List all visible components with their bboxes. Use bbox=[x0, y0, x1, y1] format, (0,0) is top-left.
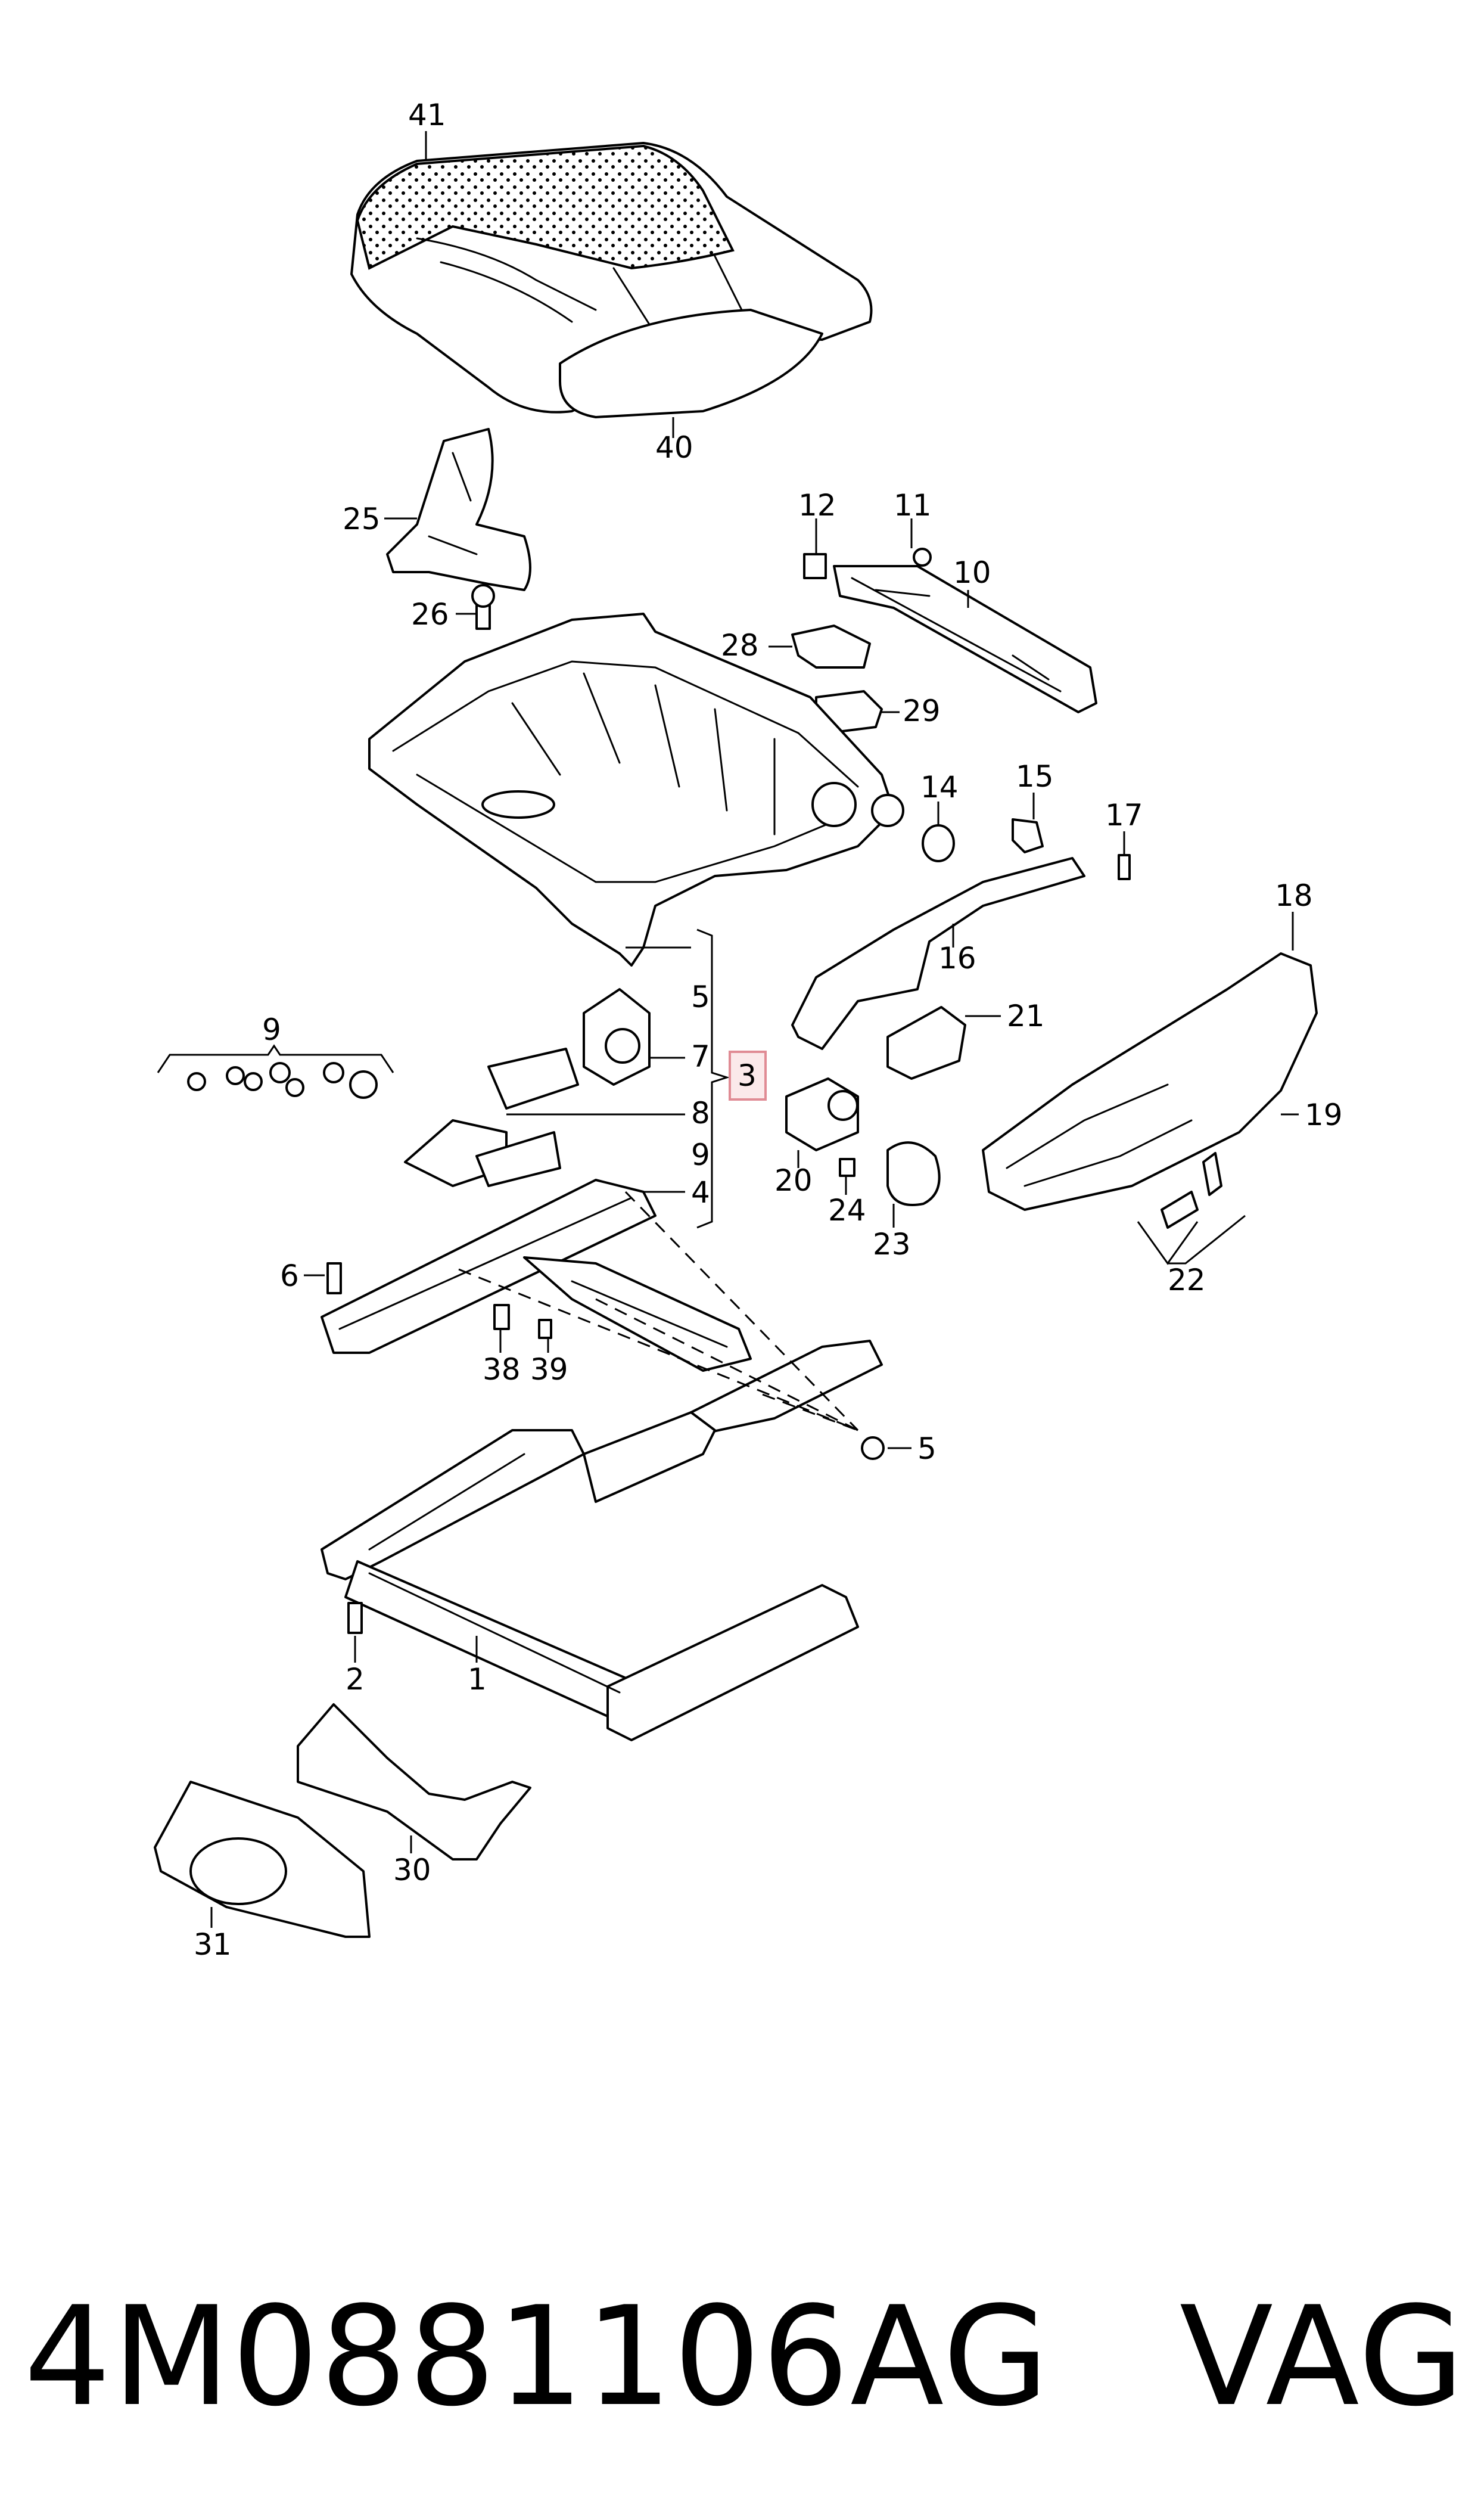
callout-30: 30 bbox=[393, 1853, 431, 1887]
screw-6 bbox=[326, 1262, 342, 1294]
seat-adjust-motor bbox=[487, 988, 651, 1110]
seat-pan-frame bbox=[368, 613, 904, 967]
callout-19: 19 bbox=[1305, 1098, 1343, 1132]
callout-17: 17 bbox=[1105, 798, 1143, 833]
callout-9-bracket: 9 bbox=[691, 1138, 710, 1172]
clip-38-39 bbox=[493, 1304, 552, 1339]
seat-switch-parts bbox=[785, 1006, 1222, 1229]
bracket-group-3 bbox=[696, 928, 730, 1229]
seat-base-frame bbox=[321, 1429, 859, 1741]
callout-18: 18 bbox=[1275, 878, 1313, 913]
seat-cushion-cover bbox=[350, 142, 873, 418]
mounting-bracket-30 bbox=[297, 1703, 531, 1860]
callout-38: 38 bbox=[483, 1352, 521, 1387]
callout-24: 24 bbox=[828, 1193, 866, 1228]
upper-seat-rail bbox=[321, 1179, 883, 1503]
callout-8: 8 bbox=[691, 1096, 710, 1130]
trim-bracket bbox=[386, 428, 531, 630]
side-rail-bracket bbox=[803, 548, 1097, 713]
callout-25: 25 bbox=[343, 502, 381, 536]
callout-1: 1 bbox=[468, 1662, 487, 1697]
callout-39: 39 bbox=[530, 1352, 568, 1387]
part-number-footer: 4M0881106AG VAG bbox=[24, 2259, 1466, 2455]
callout-2: 2 bbox=[346, 1662, 365, 1697]
callout-21: 21 bbox=[1007, 999, 1045, 1033]
callout-40: 40 bbox=[655, 430, 693, 465]
callout-4: 4 bbox=[691, 1175, 710, 1210]
callout-16: 16 bbox=[938, 941, 976, 976]
side-cable-bracket bbox=[791, 857, 1085, 1050]
callout-28: 28 bbox=[721, 628, 759, 663]
callout-14: 14 bbox=[920, 770, 959, 805]
callout-22: 22 bbox=[1168, 1263, 1206, 1297]
callout-9-fasteners: 9 bbox=[262, 1012, 281, 1047]
callout-3-highlight bbox=[729, 1051, 767, 1101]
callout-31: 31 bbox=[194, 1927, 232, 1962]
callout-7: 7 bbox=[691, 1039, 710, 1074]
callout-20: 20 bbox=[774, 1163, 813, 1198]
callout-12: 12 bbox=[798, 488, 836, 523]
callout-26: 26 bbox=[411, 597, 449, 632]
fastener-set bbox=[157, 1044, 394, 1099]
callout-23: 23 bbox=[873, 1227, 911, 1262]
height-adjust-motor bbox=[404, 1119, 561, 1187]
callout-labels: 41 40 25 26 12 11 10 28 29 14 15 17 16 1… bbox=[194, 98, 1343, 1962]
bushing-and-bracket bbox=[922, 818, 1131, 880]
side-trim-panel bbox=[982, 952, 1318, 1211]
callout-29: 29 bbox=[903, 694, 941, 728]
assembly-guide-lines bbox=[458, 1191, 859, 1431]
part-number: 4M0881106AG bbox=[24, 2277, 1050, 2437]
callout-5-lower: 5 bbox=[917, 1431, 937, 1466]
callout-41: 41 bbox=[408, 98, 446, 132]
callout-10: 10 bbox=[953, 555, 991, 590]
callout-6: 6 bbox=[280, 1259, 299, 1293]
callout-11: 11 bbox=[894, 488, 932, 523]
leader-22 bbox=[1137, 1215, 1246, 1265]
callout-3: 3 bbox=[738, 1058, 757, 1093]
expanding-rivet-5 bbox=[861, 1436, 885, 1460]
brand-name: VAG bbox=[1179, 2277, 1466, 2437]
callout-15: 15 bbox=[1016, 759, 1054, 794]
callout-5-upper: 5 bbox=[691, 980, 710, 1014]
cover-cap-31 bbox=[154, 1781, 371, 1938]
